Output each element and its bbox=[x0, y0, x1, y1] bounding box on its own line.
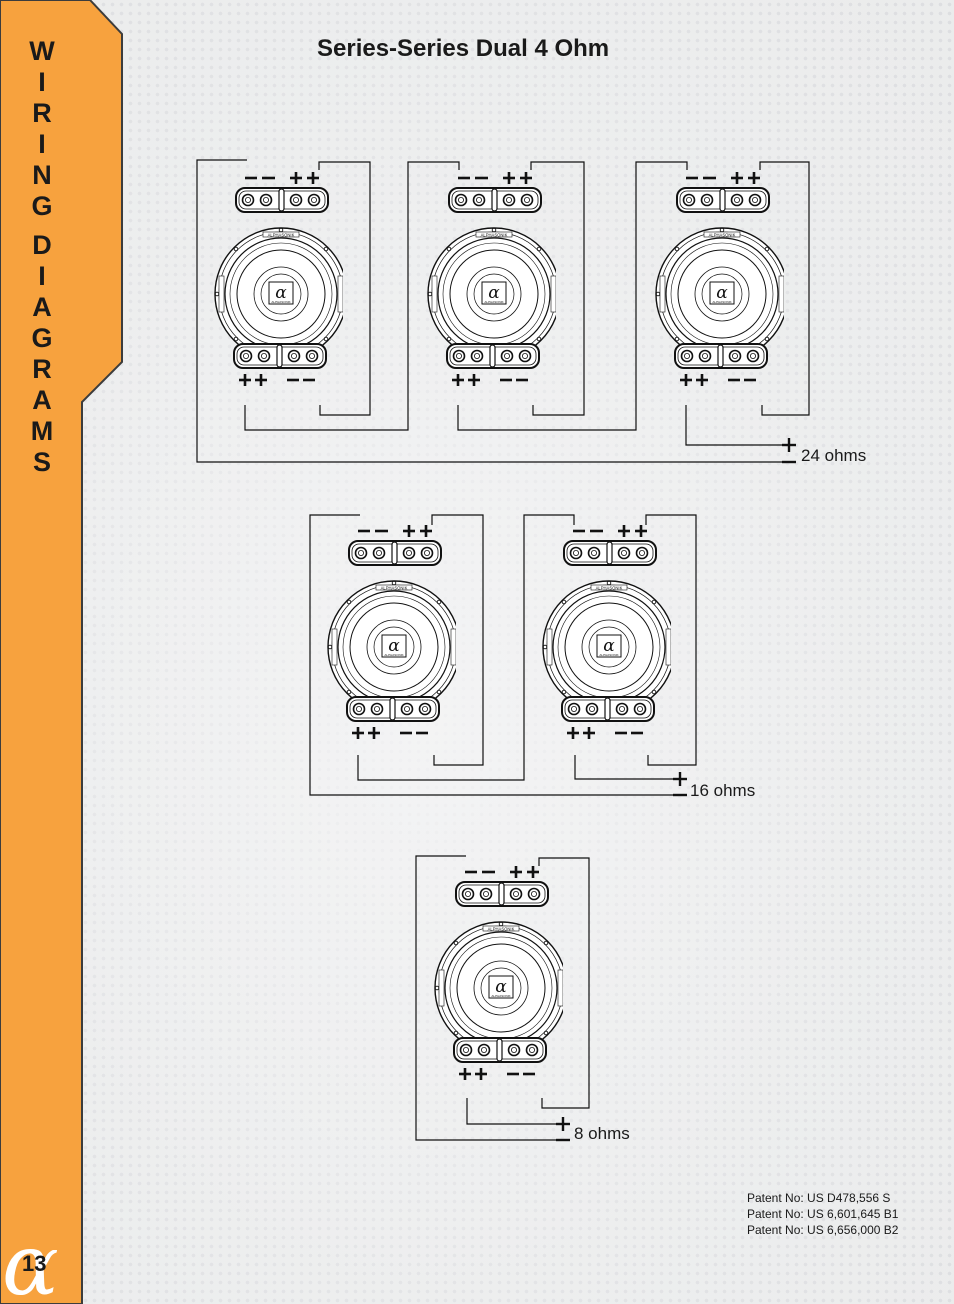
sidebar-letter: W bbox=[29, 36, 55, 66]
sidebar-letter: I bbox=[38, 67, 46, 97]
sidebar-tab-shape bbox=[0, 0, 123, 1304]
output-terminal-markers bbox=[556, 438, 796, 1142]
patent-list: Patent No: US D478,556 S Patent No: US 6… bbox=[747, 1190, 898, 1238]
sidebar-letter: S bbox=[32, 447, 51, 477]
sidebar-letter: I bbox=[38, 261, 46, 291]
sidebar-letter: G bbox=[31, 191, 53, 221]
speaker-icon bbox=[213, 170, 343, 388]
page-title: Series-Series Dual 4 Ohm bbox=[317, 35, 610, 62]
patent-line: Patent No: US 6,601,645 B1 bbox=[747, 1207, 899, 1221]
alpha-logo-icon: α bbox=[2, 1224, 59, 1304]
speaker-icon bbox=[433, 864, 563, 1082]
sidebar-letter: D bbox=[32, 230, 52, 260]
sidebar-letter: I bbox=[38, 129, 46, 159]
sidebar-letter: R bbox=[32, 98, 52, 128]
sidebar-letter: A bbox=[32, 385, 52, 415]
impedance-label: 24 ohms bbox=[801, 446, 867, 465]
patent-line: Patent No: US D478,556 S bbox=[747, 1191, 891, 1205]
impedance-label: 8 ohms bbox=[574, 1124, 630, 1143]
sidebar-letter: R bbox=[32, 354, 52, 384]
sidebar-letter: N bbox=[32, 160, 52, 190]
page-number: 13 bbox=[22, 1251, 47, 1276]
sidebar-letter: M bbox=[30, 416, 54, 446]
impedance-label: 16 ohms bbox=[690, 781, 756, 800]
wires bbox=[196, 159, 810, 1141]
sidebar-letter: G bbox=[31, 323, 53, 353]
sidebar-letter: A bbox=[32, 292, 52, 322]
speaker-icon bbox=[654, 170, 784, 388]
patent-line: Patent No: US 6,656,000 B2 bbox=[747, 1223, 899, 1237]
alpha-logo-glyph: α bbox=[2, 1224, 59, 1304]
speaker-icon bbox=[326, 523, 456, 741]
sidebar: W I R I N G D I A G R A M S α 13 bbox=[0, 0, 130, 1304]
speaker-icon bbox=[426, 170, 556, 388]
speaker-icon bbox=[541, 523, 671, 741]
